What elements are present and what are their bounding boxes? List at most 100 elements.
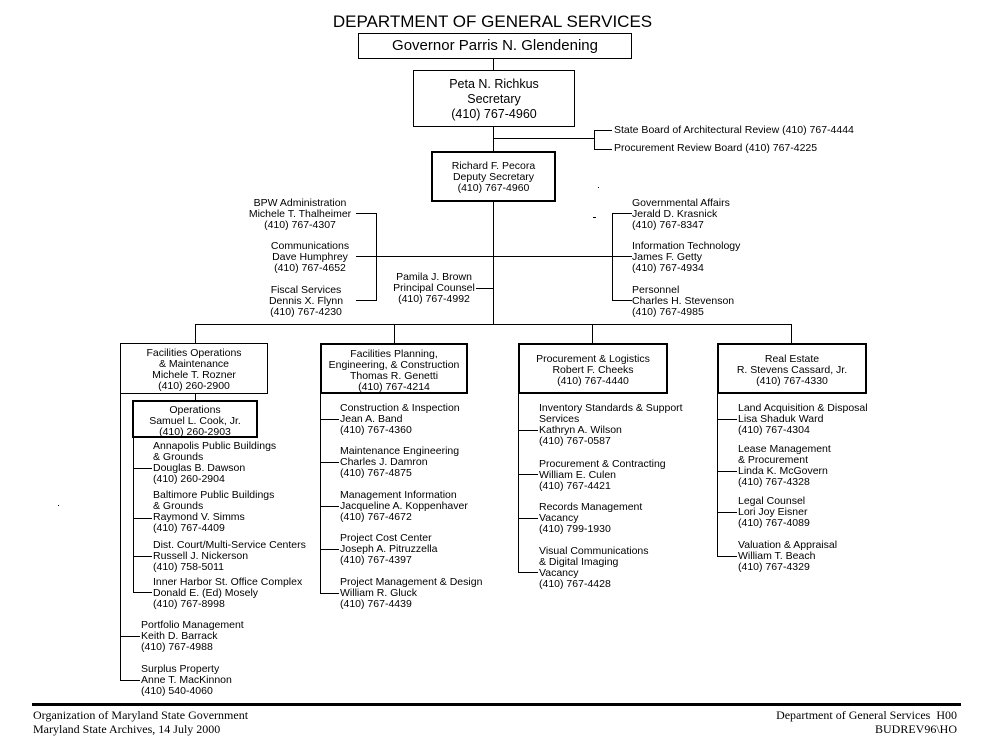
unit-dist-court-multi-service: Dist. Court/Multi-Service Centers Russel… [153, 540, 306, 573]
person-name: James F. Getty [632, 251, 703, 263]
footer-left-line2: Maryland State Archives, 14 July 2000 [33, 722, 221, 736]
connector [612, 213, 632, 214]
phone: (410) 260-2900 [158, 380, 230, 392]
deputy-box: Richard F. Pecora Deputy Secretary (410)… [431, 151, 556, 202]
connector [717, 512, 737, 513]
speck [598, 187, 599, 188]
person-name: Dave Humphrey [272, 251, 348, 263]
person-name: Douglas B. Dawson [153, 462, 246, 474]
phone: (410) 260-2903 [159, 426, 231, 438]
phone: (410) 767-4397 [340, 554, 412, 566]
connector [612, 256, 632, 257]
connector [594, 130, 612, 131]
connector [518, 474, 538, 475]
connector [133, 468, 152, 469]
phone: (410) 767-4304 [738, 424, 810, 436]
unit-management-information: Management Information Jacqueline A. Kop… [340, 490, 468, 523]
secretary-title: Secretary [467, 92, 521, 106]
connector [120, 680, 140, 681]
board-procurement-review: Procurement Review Board (410) 767-4225 [614, 142, 818, 154]
phone: (410) 767-0587 [539, 435, 611, 447]
connector [356, 256, 613, 257]
unit-label: Management Information [340, 489, 457, 501]
unit-annapolis-public-buildings: Annapolis Public Buildings & Grounds Dou… [153, 441, 276, 485]
unit-label: & Digital Imaging [539, 556, 619, 568]
unit-label: Construction & Inspection [340, 402, 460, 414]
unit-label: Lease Management [738, 443, 831, 455]
phone: (410) 767-4421 [539, 480, 611, 492]
phone: (410) 767-4440 [557, 375, 629, 387]
connector [320, 593, 339, 594]
person-name: Jacqueline A. Koppenhaver [340, 500, 468, 512]
connector [356, 300, 377, 301]
governor-name: Governor Parris N. Glendening [392, 37, 598, 54]
unit-surplus-property: Surplus Property Anne T. MacKinnon (410)… [141, 664, 232, 697]
staff-governmental-affairs: Governmental Affairs Jerald D. Krasnick … [632, 198, 730, 231]
person-name: Anne T. MacKinnon [141, 674, 232, 686]
connector [320, 549, 339, 550]
phone: (410) 767-4328 [738, 476, 810, 488]
person-name: Pamila J. Brown [396, 271, 472, 283]
sub-division-operations: Operations Samuel L. Cook, Jr. (410) 260… [132, 400, 258, 438]
connector [518, 572, 538, 573]
unit-label: Surplus Property [141, 663, 220, 675]
unit-label: Annapolis Public Buildings [153, 440, 277, 452]
secretary-box: Peta N. Richkus Secretary (410) 767-4960 [413, 70, 575, 127]
unit-inventory-standards: Inventory Standards & Support Services K… [539, 403, 683, 447]
unit-label: Services [539, 413, 580, 425]
person-name: Donald E. (Ed) Mosely [153, 587, 259, 599]
staff-information-technology: Information Technology James F. Getty (4… [632, 241, 740, 274]
person-name: Lisa Shaduk Ward [738, 413, 824, 425]
unit-label: Communications [270, 240, 350, 252]
unit-label: Operations [169, 404, 221, 416]
speck [58, 505, 59, 506]
unit-label: Personnel [632, 284, 680, 296]
phone: (410) 767-4089 [738, 517, 810, 529]
unit-label: Facilities Planning, [350, 348, 438, 360]
person-name: Kathryn A. Wilson [539, 424, 622, 436]
connector [493, 202, 494, 324]
unit-label: Inner Harbor St. Office Complex [153, 576, 303, 588]
unit-label: Legal Counsel [738, 495, 806, 507]
connector [376, 213, 377, 300]
unit-label: Inventory Standards & Support [539, 402, 683, 414]
connector [195, 394, 196, 400]
connector [356, 213, 377, 214]
secretary-phone: (410) 767-4960 [451, 107, 537, 121]
connector [394, 324, 395, 344]
staff-principal-counsel: Pamila J. Brown Principal Counsel (410) … [386, 272, 482, 305]
connector [320, 394, 321, 594]
phone: (410) 767-4360 [340, 424, 412, 436]
connector [320, 506, 339, 507]
unit-label: Project Cost Center [340, 532, 432, 544]
phone: (410) 799-1930 [539, 523, 611, 535]
unit-label: Land Acquisition & Disposal [738, 402, 868, 414]
unit-label: & Grounds [153, 451, 204, 463]
unit-label: Facilities Operations [146, 347, 242, 359]
unit-label: Engineering, & Construction [328, 359, 460, 371]
footer-rule [32, 703, 961, 706]
phone: (410) 767-4409 [153, 522, 225, 534]
unit-label: Project Management & Design [340, 576, 483, 588]
unit-label: Real Estate [764, 353, 820, 365]
connector [195, 324, 196, 344]
connector [518, 394, 519, 572]
phone: (410) 767-4652 [274, 262, 346, 274]
person-name: Thomas R. Genetti [349, 370, 439, 382]
staff-bpw-administration: BPW Administration Michele T. Thalheimer… [238, 198, 362, 231]
board-architectural-review: State Board of Architectural Review (410… [614, 124, 854, 136]
phone: (410) 540-4060 [141, 685, 213, 697]
person-name: William T. Beach [738, 550, 816, 562]
footer-left-line1: Organization of Maryland State Governmen… [33, 708, 249, 722]
unit-label: & Maintenance [158, 358, 230, 370]
unit-label: Baltimore Public Buildings [153, 489, 275, 501]
person-name: Linda K. McGovern [738, 465, 828, 477]
connector [592, 324, 593, 344]
unit-label: Procurement & Logistics [536, 353, 650, 365]
phone: (410) 767-4230 [270, 306, 342, 318]
staff-fiscal-services: Fiscal Services Dennis X. Flynn (410) 76… [258, 285, 354, 318]
phone: (410) 767-4672 [340, 511, 412, 523]
deputy-name: Richard F. Pecora [451, 160, 536, 172]
connector [518, 518, 538, 519]
person-name: Robert F. Cheeks [552, 364, 634, 376]
